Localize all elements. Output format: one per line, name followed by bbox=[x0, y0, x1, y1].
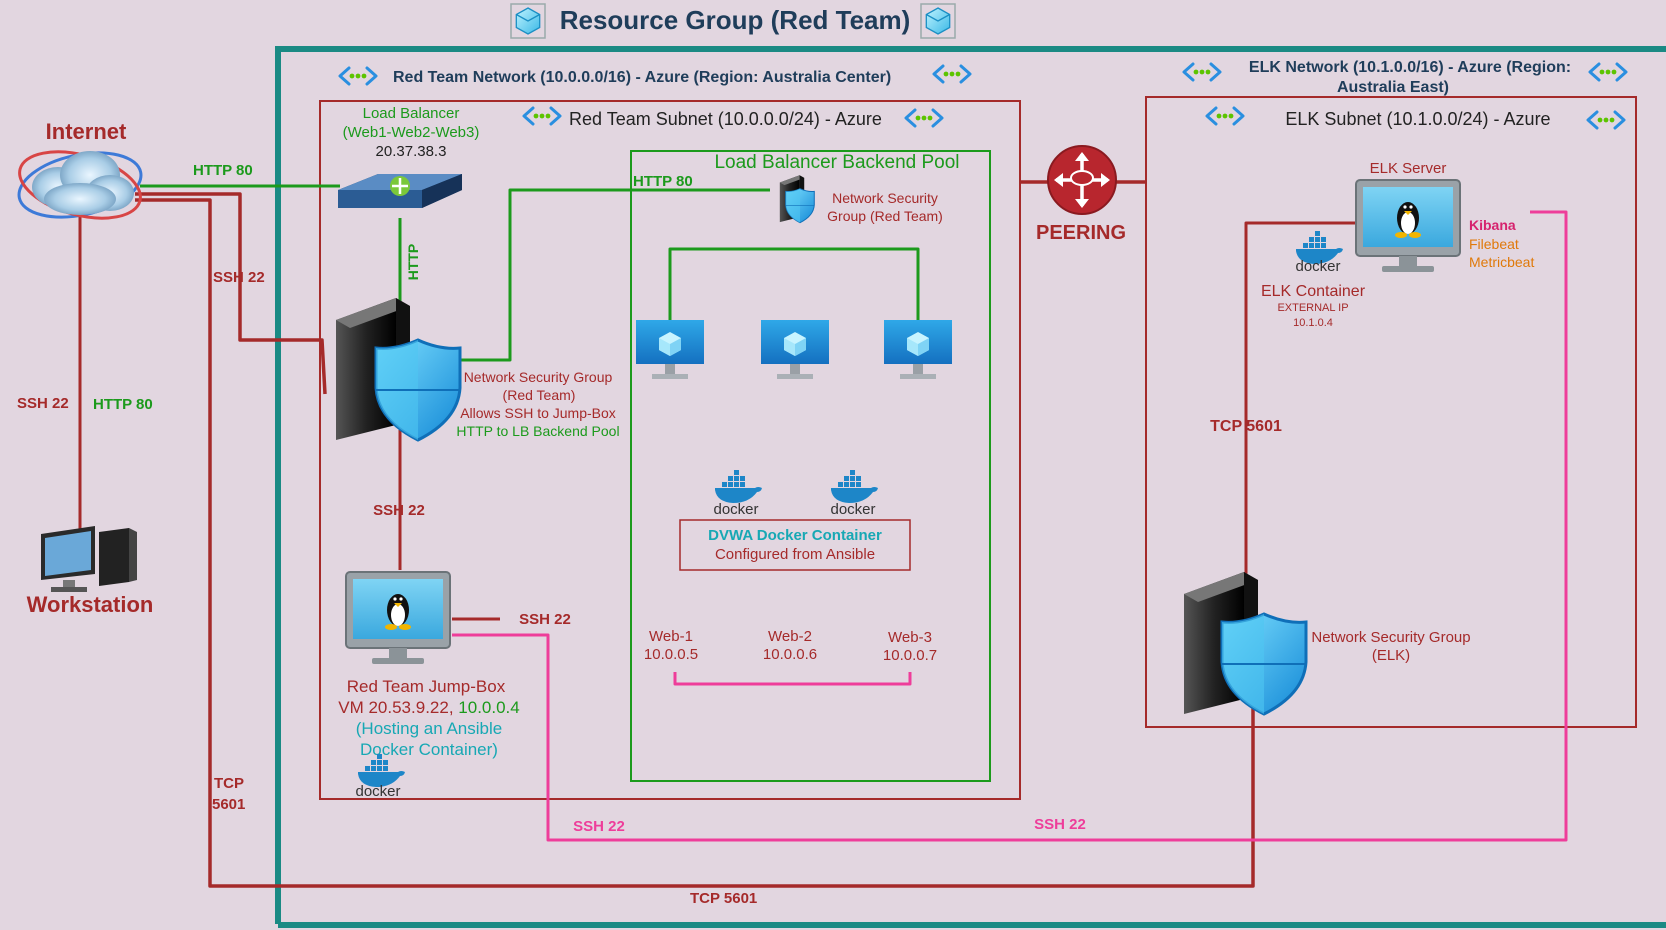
jumpbox-line3: (Hosting an Ansible bbox=[356, 719, 502, 738]
red-subnet-label: Red Team Subnet (10.0.0.0/24) - Azure bbox=[569, 109, 882, 129]
elk-server-label: ELK Server bbox=[1370, 160, 1447, 177]
elk-docker-word: docker bbox=[1295, 258, 1340, 275]
lb-label-ip: 20.37.38.3 bbox=[376, 143, 447, 160]
workstation-icon bbox=[41, 526, 137, 592]
link-label-http80-internet-lb: HTTP 80 bbox=[193, 162, 253, 179]
link-pool-webs bbox=[668, 247, 920, 320]
link-label-ssh22-pink-right: SSH 22 bbox=[1034, 816, 1086, 833]
page-title: Resource Group (Red Team) bbox=[560, 5, 911, 35]
link-pink-jumpbox bbox=[452, 210, 1568, 842]
jumpbox-vm-line: VM 20.53.9.22, 10.0.0.4 bbox=[338, 698, 519, 717]
load-balancer-icon bbox=[338, 174, 462, 208]
link-label-ssh22-left: SSH 22 bbox=[17, 395, 69, 412]
elk-container-ext: EXTERNAL IP bbox=[1277, 302, 1348, 314]
web2-name: Web-2 bbox=[768, 628, 812, 645]
link-elk-tcp bbox=[1244, 221, 1356, 580]
link-label-ssh22-pink-left: SSH 22 bbox=[573, 818, 625, 835]
title-right-cube-icon bbox=[920, 3, 956, 39]
pool-docker-word-1: docker bbox=[713, 501, 758, 518]
jumpbox-docker-word: docker bbox=[355, 783, 400, 800]
pool-docker-word-2: docker bbox=[830, 501, 875, 518]
link-label-ssh22-internet: SSH 22 bbox=[213, 269, 265, 286]
elk-subnet-vnet-icon-left bbox=[1205, 106, 1245, 126]
link-label-tcp-left: TCP bbox=[214, 775, 244, 792]
link-label-ssh22-nsg-jump: SSH 22 bbox=[373, 502, 425, 519]
jumpbox-linux-monitor-icon bbox=[345, 571, 451, 665]
web3-name: Web-3 bbox=[888, 629, 932, 646]
link-label-http80-pool: HTTP 80 bbox=[633, 173, 693, 190]
internet-label: Internet bbox=[46, 119, 127, 144]
elk-container-ip: 10.1.0.4 bbox=[1293, 317, 1333, 329]
backend-pool-box bbox=[630, 150, 991, 782]
web3-vm-icon bbox=[884, 320, 952, 379]
elk-subnet-vnet-icon-right bbox=[1586, 110, 1626, 130]
nsg-pool-icon bbox=[779, 175, 815, 224]
nsg-main-line2: (Red Team) bbox=[503, 387, 576, 403]
lb-label-line1: Load Balancer bbox=[363, 105, 460, 122]
elk-network-line1: ELK Network (10.1.0.0/16) - Azure (Regio… bbox=[1249, 59, 1571, 76]
nsg-main-line3: Allows SSH to Jump-Box bbox=[460, 405, 616, 421]
link-label-5601-left: 5601 bbox=[212, 796, 245, 813]
jumpbox-line4: Docker Container) bbox=[360, 740, 498, 759]
jumpbox-vm-private: 10.0.0.4 bbox=[458, 698, 519, 717]
link-label-tcp5601-bottom: TCP 5601 bbox=[690, 890, 757, 907]
web3-ip: 10.0.0.7 bbox=[883, 647, 937, 664]
elk-server-linux-monitor-icon bbox=[1355, 179, 1461, 273]
web1-name: Web-1 bbox=[649, 628, 693, 645]
peering-label: PEERING bbox=[1036, 222, 1126, 244]
red-subnet-vnet-icon-right bbox=[904, 108, 944, 128]
elk-network-vnet-icon-left bbox=[1182, 62, 1222, 82]
elk-network-vnet-icon-right bbox=[1588, 62, 1628, 82]
nsg-main-line4: HTTP to LB Backend Pool bbox=[456, 423, 619, 439]
dvwa-line2: Configured from Ansible bbox=[715, 546, 875, 563]
link-tcp5601 bbox=[135, 198, 1255, 888]
internet-cloud-icon bbox=[17, 150, 143, 220]
elk-network-line2: Australia East) bbox=[1337, 79, 1449, 96]
link-nsg-pool bbox=[460, 188, 770, 362]
red-subnet-vnet-icon-left bbox=[522, 106, 562, 126]
web2-ip: 10.0.0.6 bbox=[763, 646, 817, 663]
jumpbox-line1: Red Team Jump-Box bbox=[347, 677, 506, 696]
peering-router-icon bbox=[1047, 145, 1117, 215]
red-network-boundary bbox=[275, 46, 1666, 928]
elk-kibana-label: Kibana bbox=[1469, 217, 1516, 233]
pool-docker-icon-2 bbox=[831, 470, 878, 503]
elk-metricbeat-label: Metricbeat bbox=[1469, 254, 1534, 270]
link-pink-webs bbox=[673, 672, 912, 686]
web1-ip: 10.0.0.5 bbox=[644, 646, 698, 663]
nsg-elk-line2: (ELK) bbox=[1372, 647, 1410, 664]
nsg-pool-line1: Network Security bbox=[832, 190, 938, 206]
elk-container-label: ELK Container bbox=[1261, 283, 1366, 300]
web2-vm-icon bbox=[761, 320, 829, 379]
link-label-http80-left: HTTP 80 bbox=[93, 396, 153, 413]
lb-label-line2: (Web1-Web2-Web3) bbox=[343, 124, 480, 141]
elk-subnet-box bbox=[1145, 96, 1637, 728]
red-subnet-box bbox=[319, 100, 1021, 800]
link-internet-ssh bbox=[135, 192, 327, 395]
nsg-main-line1: Network Security Group bbox=[464, 369, 613, 385]
elk-subnet-label: ELK Subnet (10.1.0.0/24) - Azure bbox=[1285, 109, 1550, 129]
workstation-label: Workstation bbox=[27, 592, 154, 617]
title-left-cube-icon bbox=[510, 3, 546, 39]
red-network-label: Red Team Network (10.0.0.0/16) - Azure (… bbox=[393, 69, 891, 86]
dvwa-line1: DVWA Docker Container bbox=[708, 527, 882, 544]
elk-filebeat-label: Filebeat bbox=[1469, 236, 1519, 252]
red-network-vnet-icon-right bbox=[932, 64, 972, 84]
dvwa-box bbox=[679, 519, 911, 571]
link-label-ssh22-jump-web: SSH 22 bbox=[519, 611, 571, 628]
link-label-http-lb: HTTP bbox=[405, 244, 421, 281]
link-label-tcp5601-elk: TCP 5601 bbox=[1210, 418, 1282, 435]
red-network-vnet-icon-left bbox=[338, 66, 378, 86]
pool-docker-icon-1 bbox=[715, 470, 762, 503]
jumpbox-vm-public: VM 20.53.9.22, bbox=[338, 698, 458, 717]
nsg-pool-line2: Group (Red Team) bbox=[827, 208, 943, 224]
nsg-elk-line1: Network Security Group bbox=[1311, 629, 1470, 646]
backend-pool-label: Load Balancer Backend Pool bbox=[714, 152, 959, 173]
web1-vm-icon bbox=[636, 320, 704, 379]
